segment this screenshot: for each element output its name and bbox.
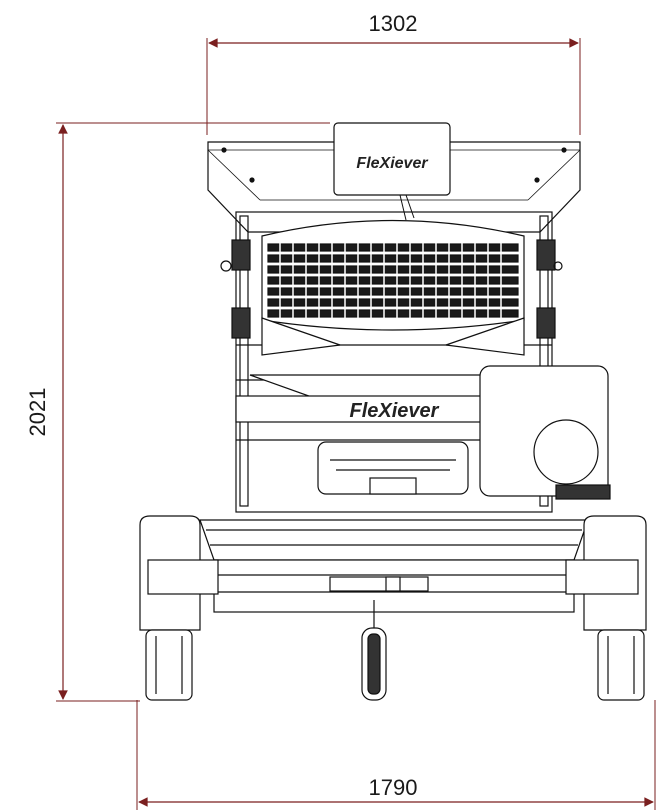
drum-slat [267, 243, 519, 252]
drum-slat [267, 287, 519, 296]
drum-slat [267, 298, 519, 307]
drum-slat [267, 254, 519, 263]
engine [479, 365, 611, 500]
dimension-label-bottom-width: 1790 [369, 775, 418, 800]
fender-left [139, 515, 219, 631]
jockey-wheel [361, 600, 387, 701]
discharge-chute [249, 317, 541, 401]
dimension-label-top-width: 1302 [369, 11, 418, 36]
drum-slat [267, 276, 519, 285]
hopper-logo: FleXiever [356, 155, 428, 172]
drum-slat [267, 309, 519, 318]
dimension-top-width: 1302 [206, 11, 581, 135]
spring-assembly-right [536, 239, 563, 339]
wheel-left [145, 629, 193, 701]
fender-right [565, 515, 647, 631]
chassis [199, 519, 589, 613]
body-logo: FleXiever [350, 400, 440, 422]
drum-slats [267, 242, 519, 320]
machine-front-view: FleXiever [139, 122, 647, 701]
dimension-label-height: 2021 [25, 388, 50, 437]
control-box: FleXiever [333, 122, 451, 221]
screen-drum [261, 219, 525, 331]
drum-slat [267, 265, 519, 274]
drive-unit [317, 441, 469, 495]
dimension-bottom-width: 1790 [136, 700, 656, 810]
spring-assembly-left [220, 239, 251, 339]
wheel-right [597, 629, 645, 701]
dimension-height: 2021 [25, 122, 330, 702]
